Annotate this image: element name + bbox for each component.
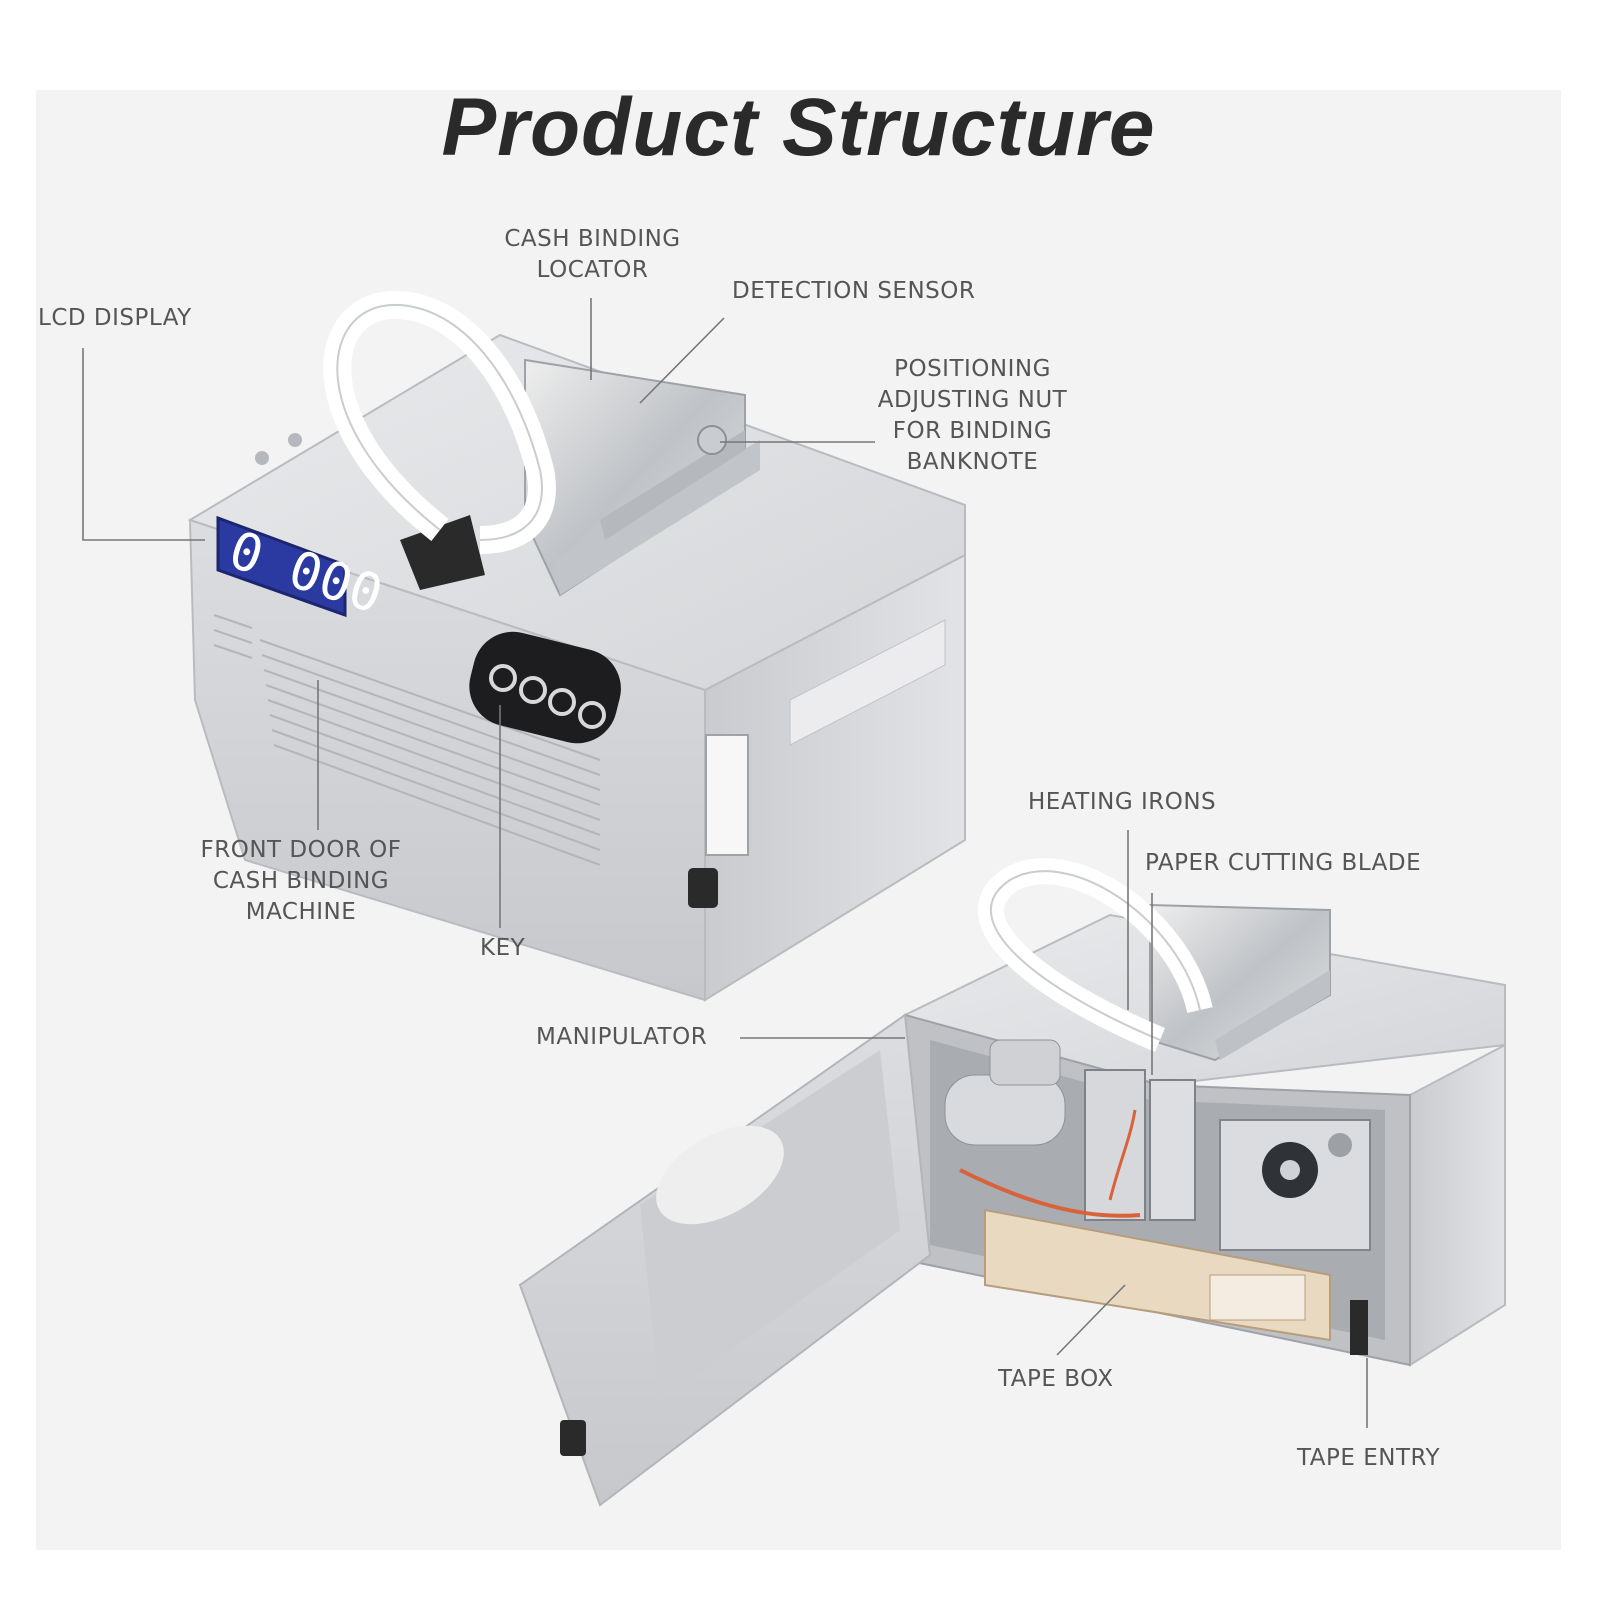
closed-machine bbox=[187, 290, 966, 1002]
label-paper-cutting-blade: PAPER CUTTING BLADE bbox=[1145, 850, 1422, 876]
label-line: FRONT DOOR OF bbox=[200, 837, 402, 863]
label-cash-binding-locator: CASH BINDING LOCATOR bbox=[480, 224, 705, 286]
label-line: MACHINE bbox=[245, 899, 357, 925]
label-line: BANKNOTE bbox=[906, 449, 1039, 475]
open-machine bbox=[518, 858, 1506, 1507]
leader-lines bbox=[82, 298, 1368, 1428]
label-heating-irons: HEATING IRONS bbox=[1028, 789, 1217, 815]
label-manipulator: MANIPULATOR bbox=[536, 1024, 708, 1050]
label-line: FOR BINDING bbox=[892, 418, 1053, 444]
label-tape-entry: TAPE ENTRY bbox=[1297, 1445, 1441, 1471]
label-key: KEY bbox=[480, 935, 526, 961]
label-line: POSITIONING bbox=[894, 356, 1051, 382]
lcd-screen bbox=[216, 515, 347, 618]
label-tape-box: TAPE BOX bbox=[998, 1366, 1114, 1392]
label-line: ADJUSTING NUT bbox=[877, 387, 1068, 413]
label-line: CASH BINDING bbox=[504, 226, 681, 252]
label-front-door: FRONT DOOR OF CASH BINDING MACHINE bbox=[185, 835, 417, 928]
label-line: CASH BINDING bbox=[212, 868, 390, 894]
label-line: LOCATOR bbox=[536, 257, 649, 283]
label-positioning-nut: POSITIONING ADJUSTING NUT FOR BINDING BA… bbox=[860, 354, 1085, 478]
label-lcd-display: LCD DISPLAY bbox=[38, 305, 192, 331]
label-detection-sensor: DETECTION SENSOR bbox=[732, 278, 976, 304]
page-title: Product Structure bbox=[441, 82, 1156, 173]
